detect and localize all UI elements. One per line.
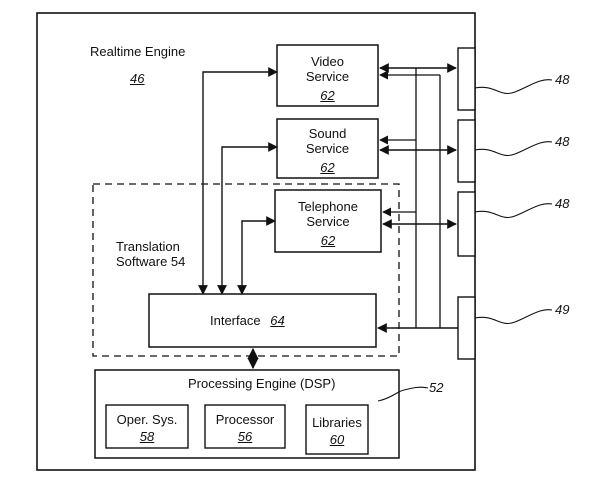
realtime-engine-title: Realtime Engine xyxy=(90,44,186,59)
lead-line-48c xyxy=(474,203,553,218)
lead-line-49 xyxy=(474,309,553,324)
sound-service-number: 62 xyxy=(320,160,335,175)
realtime-engine-box xyxy=(36,12,476,471)
telephone-service-label: Telephone Service 62 xyxy=(275,199,381,248)
processing-engine-box xyxy=(94,369,400,459)
port-box-sound xyxy=(457,119,476,183)
port-box-video xyxy=(457,47,476,111)
sound-service-box xyxy=(276,118,379,179)
telephone-service-number: 62 xyxy=(320,233,336,248)
processor-number: 56 xyxy=(237,429,253,444)
oper-sys-number: 58 xyxy=(139,429,155,444)
translation-software-line2: Software 54 xyxy=(116,254,186,269)
conn-interface-telephone xyxy=(237,216,276,295)
port-box-interface xyxy=(457,296,476,360)
oper-sys-label: Oper. Sys. 58 xyxy=(106,412,188,444)
sound-service-line1: Sound xyxy=(308,126,347,141)
libraries-title: Libraries xyxy=(312,415,362,430)
processor-box xyxy=(204,404,286,449)
video-service-line2: Service xyxy=(305,69,350,84)
realtime-engine-number: 46 xyxy=(130,71,145,86)
conn-interface-video xyxy=(198,67,278,295)
port-ref-49: 49 xyxy=(555,302,570,317)
interface-box xyxy=(148,293,377,348)
processor-label: Processor 56 xyxy=(205,412,285,444)
translation-software-label: Translation Software 54 xyxy=(116,239,185,269)
conn-interface-sound xyxy=(217,142,278,295)
libraries-number: 60 xyxy=(329,432,345,447)
translation-software-line1: Translation xyxy=(116,239,180,254)
processor-title: Processor xyxy=(215,412,275,427)
port-ref-48b: 48 xyxy=(555,134,570,149)
interface-label: Interface 64 xyxy=(210,313,285,328)
video-service-line1: Video xyxy=(310,54,344,69)
port-ref-48a: 48 xyxy=(555,72,570,87)
translation-software-box xyxy=(92,183,400,357)
sound-service-line2: Service xyxy=(305,141,350,156)
interface-number: 64 xyxy=(270,313,285,328)
video-service-label: Video Service 62 xyxy=(277,54,378,103)
interface-title: Interface xyxy=(210,313,261,328)
port-box-telephone xyxy=(457,191,476,257)
telephone-service-line1: Telephone xyxy=(298,199,358,214)
lead-line-48a xyxy=(474,79,553,94)
libraries-label: Libraries 60 xyxy=(306,415,368,447)
telephone-service-line2: Service xyxy=(306,214,350,229)
sound-service-label: Sound Service 62 xyxy=(277,126,378,175)
oper-sys-title: Oper. Sys. xyxy=(116,412,178,427)
port-ref-48c: 48 xyxy=(555,196,570,211)
oper-sys-box xyxy=(105,404,189,449)
lead-line-52 xyxy=(377,386,429,402)
libraries-box xyxy=(305,404,369,455)
realtime-engine-label: Realtime Engine xyxy=(90,44,185,59)
processing-engine-label: Processing Engine (DSP) xyxy=(188,376,336,391)
lead-line-48b xyxy=(474,141,553,156)
processing-engine-number: 52 xyxy=(429,380,444,395)
video-service-number: 62 xyxy=(320,88,335,103)
